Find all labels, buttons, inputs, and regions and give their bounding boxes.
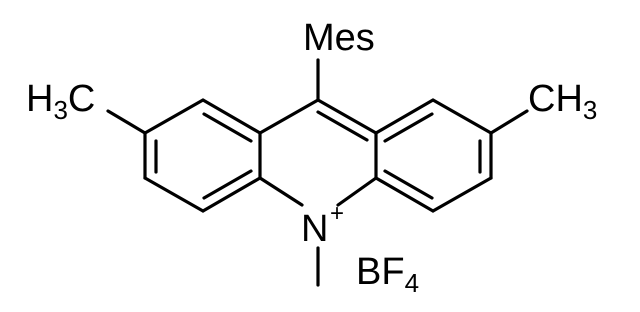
- bond-lines: [106, 58, 529, 287]
- bond-c9a-c1-inner: [202, 112, 253, 143]
- bond-c10a-n: [336, 176, 378, 207]
- bond-c4-c4a: [201, 176, 262, 213]
- right-methyl-subscript: 3: [583, 95, 597, 125]
- bond-c8a-c8: [374, 98, 435, 135]
- counterion-bf: BF: [356, 251, 405, 293]
- bond-c5-c10a: [374, 176, 435, 213]
- left-methyl-c: C: [68, 78, 95, 120]
- nitrogen-charge: +: [330, 200, 344, 227]
- bond-c9-c8a: [316, 98, 378, 135]
- counterion-label: BF4: [356, 251, 419, 298]
- counterion-subscript: 4: [405, 268, 419, 298]
- bond-c9-c9a: [258, 98, 320, 135]
- left-methyl-subscript: 3: [53, 95, 67, 125]
- bond-c7-right-methyl: [489, 109, 529, 135]
- bond-c4a-n: [258, 176, 304, 207]
- bond-c5-c10a-inner: [383, 169, 434, 200]
- right-methyl-label: CH3: [528, 78, 597, 125]
- bond-c2-left-methyl: [106, 109, 147, 135]
- bond-c9-c8a-double: [316, 110, 369, 142]
- bond-c1-c2: [143, 98, 205, 135]
- bond-c3-c4: [143, 176, 205, 213]
- bond-c4-c4a-inner: [202, 169, 253, 200]
- bond-c8a-c8-inner: [383, 112, 434, 143]
- bond-c6-c5: [431, 176, 493, 213]
- bond-c9a-c1: [201, 98, 262, 135]
- left-methyl-label: H3C: [26, 78, 95, 125]
- right-methyl-ch: CH: [528, 78, 583, 120]
- left-methyl-h: H: [26, 78, 53, 120]
- bond-c8-c7: [431, 98, 493, 135]
- nitrogen-atom-label: N: [301, 208, 328, 250]
- mesityl-label: Mes: [303, 17, 375, 59]
